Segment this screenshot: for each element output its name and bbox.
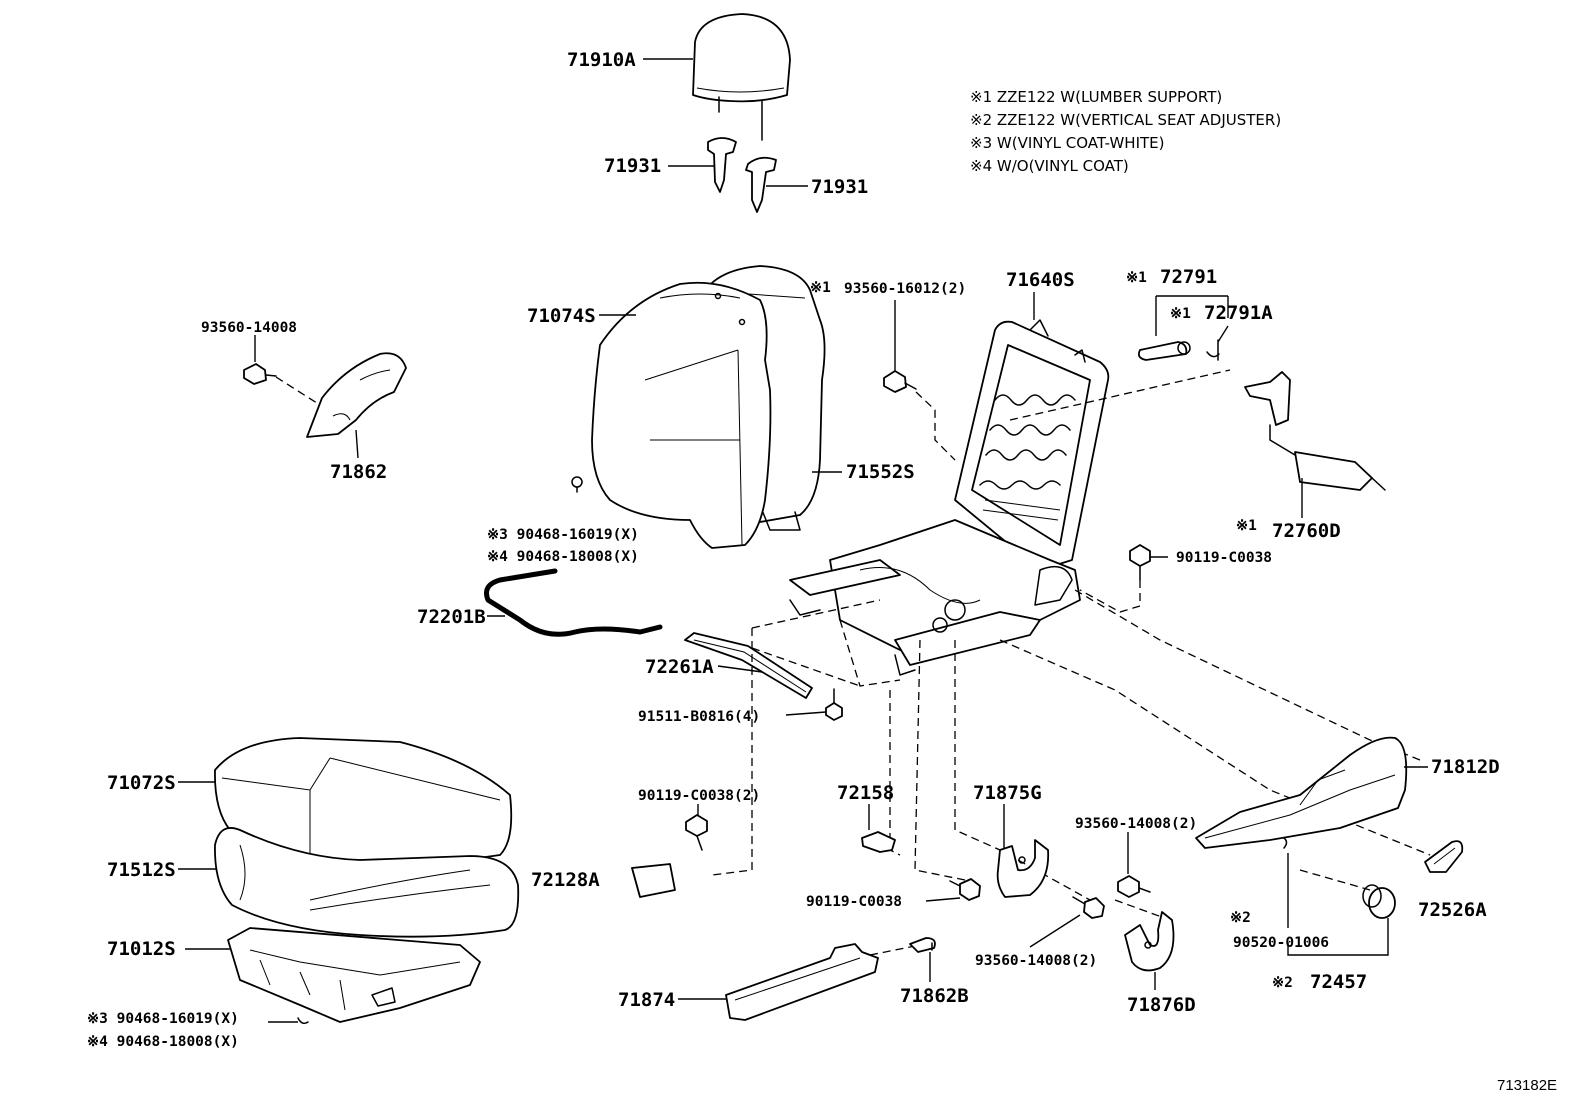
- bolt-93560-14008-center: [1029, 896, 1105, 948]
- label-93560-14008-top: 93560-14008: [201, 320, 297, 336]
- mark-72791A: ※1: [1170, 306, 1191, 322]
- clip-90520: [1283, 837, 1289, 928]
- label-90468-16019-bottom: ※3 90468-16019(X): [87, 1011, 239, 1027]
- label-71931-left: 71931: [604, 155, 661, 177]
- label-72261A: 72261A: [645, 656, 714, 678]
- headrest-guide-right: [745, 156, 808, 213]
- knob-72457: [1287, 884, 1396, 956]
- label-71862B: 71862B: [900, 985, 969, 1007]
- seat-pad-71512S: [178, 827, 520, 938]
- label-71875G: 71875G: [973, 782, 1042, 804]
- clip-90468-top: [571, 476, 583, 493]
- clip-72158: [861, 804, 896, 853]
- rail-cover-71874: [678, 943, 879, 1021]
- clip-90468-bottom: [268, 1017, 309, 1025]
- label-72201B: 72201B: [417, 606, 486, 628]
- label-71074S: 71074S: [527, 305, 596, 327]
- label-93560-14008-center: 93560-14008(2): [975, 953, 1097, 969]
- clip-71862B: [909, 937, 936, 982]
- label-71512S: 71512S: [107, 859, 176, 881]
- lumbar-clip-72791A: [1206, 325, 1229, 361]
- recliner-cover-71862: [306, 352, 407, 459]
- label-90468-18008-top: ※4 90468-18008(X): [487, 549, 639, 565]
- label-71876D: 71876D: [1127, 994, 1196, 1016]
- label-90119-C0038-2: 90119-C0038(2): [638, 788, 760, 804]
- cover-72526A: [1424, 840, 1464, 873]
- bolt-90119-right: [1079, 544, 1168, 613]
- mark-72791: ※1: [1126, 270, 1147, 286]
- bolt-91511: [785, 688, 843, 721]
- side-cover-71812D: [1195, 736, 1428, 849]
- cap-72128A: [631, 863, 676, 898]
- mark-72457: ※2: [1272, 975, 1293, 991]
- diagram-reference-code: 713182E: [1497, 1077, 1557, 1094]
- label-71862: 71862: [330, 461, 387, 483]
- lumbar-unit-72760D: [1009, 369, 1386, 518]
- notes-legend: ※1 ZZE122 W(LUMBER SUPPORT) ※2 ZZE122 W(…: [970, 88, 1281, 175]
- label-71640S: 71640S: [1006, 269, 1075, 291]
- label-91511-B0816: 91511-B0816(4): [638, 709, 760, 725]
- label-72760D: 72760D: [1272, 520, 1341, 542]
- label-93560-14008-right: 93560-14008(2): [1075, 816, 1197, 832]
- label-71552S: 71552S: [846, 461, 915, 483]
- seatback-cover-71074S: [591, 281, 772, 549]
- label-72791: 72791: [1160, 266, 1217, 288]
- label-90468-16019-top: ※3 90468-16019(X): [487, 527, 639, 543]
- mark-93560-16012: ※1: [810, 280, 831, 296]
- lumbar-lever-72791: [1137, 295, 1229, 361]
- note-3: ※3 W(VINYL COAT-WHITE): [970, 134, 1165, 152]
- bolt-90119-2: [685, 804, 708, 851]
- strap-72261A: [684, 632, 813, 699]
- label-71072S: 71072S: [107, 772, 176, 794]
- mark-90520: ※2: [1230, 910, 1251, 926]
- label-90468-18008-bottom: ※4 90468-18008(X): [87, 1034, 239, 1050]
- label-90520-01006: 90520-01006: [1233, 935, 1329, 951]
- headrest-guide-left: [668, 137, 737, 193]
- label-71931-right: 71931: [811, 176, 868, 198]
- wire-72201B: [484, 568, 663, 637]
- label-71812D: 71812D: [1431, 756, 1500, 778]
- note-4: ※4 W/O(VINYL COAT): [970, 157, 1129, 175]
- cover-71875G: [996, 804, 1050, 898]
- bolt-90119-mid: [925, 878, 981, 902]
- label-93560-16012: 93560-16012(2): [844, 281, 966, 297]
- label-72128A: 72128A: [531, 869, 600, 891]
- label-71874: 71874: [618, 989, 675, 1011]
- label-71012S: 71012S: [107, 938, 176, 960]
- seat-frame-71640S: [789, 292, 1110, 676]
- bolt-93560-16012: [883, 300, 956, 461]
- note-1: ※1 ZZE122 W(LUMBER SUPPORT): [970, 88, 1222, 106]
- seat-pan-71012S: [185, 927, 481, 1023]
- label-72791A: 72791A: [1204, 302, 1273, 324]
- mark-72760D: ※1: [1236, 518, 1257, 534]
- label-90119-right: 90119-C0038: [1176, 550, 1272, 566]
- bolt-93560-14008-top: [243, 335, 321, 406]
- label-90119-mid: 90119-C0038: [806, 894, 902, 910]
- headrest-part: [643, 13, 791, 141]
- label-72526A: 72526A: [1418, 899, 1487, 921]
- bolt-93560-14008-right: [1117, 832, 1151, 898]
- label-72457: 72457: [1310, 971, 1367, 993]
- label-72158: 72158: [837, 782, 894, 804]
- label-71910A: 71910A: [567, 49, 636, 71]
- note-2: ※2 ZZE122 W(VERTICAL SEAT ADJUSTER): [970, 111, 1281, 129]
- cover-71876D: [1124, 911, 1175, 990]
